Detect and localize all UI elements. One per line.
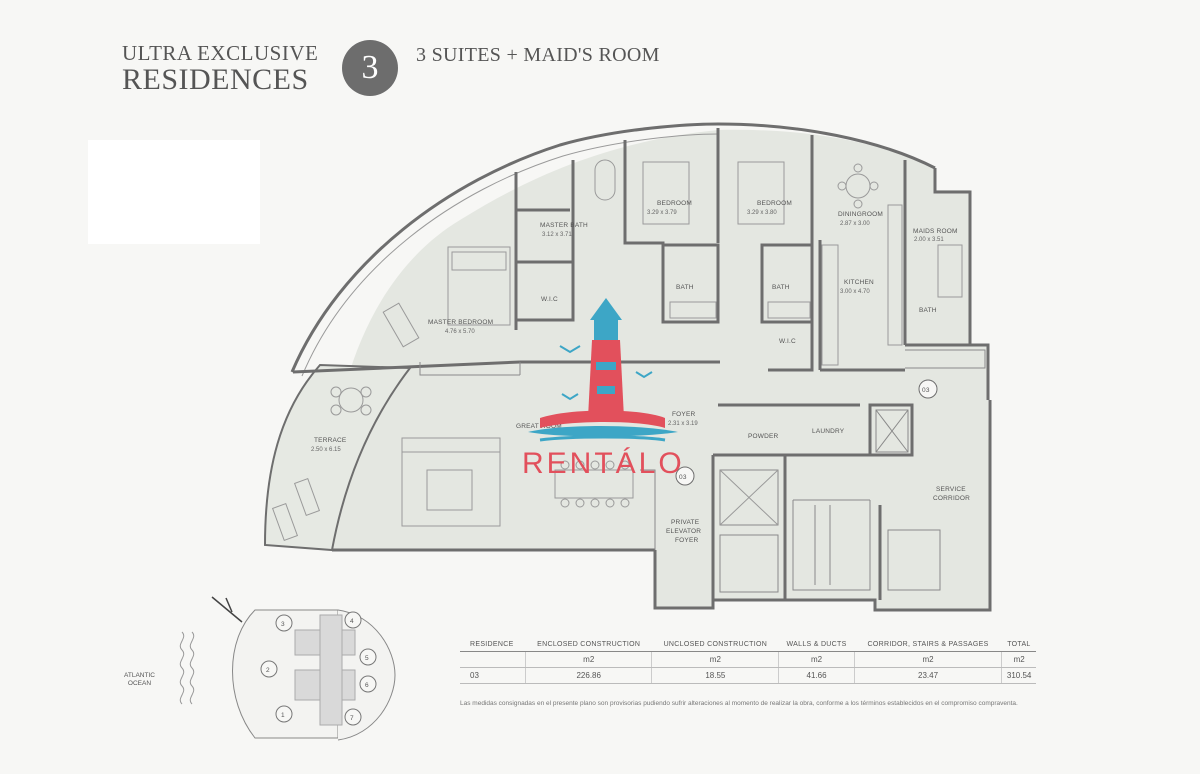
unit-tag-2: 03 (679, 474, 687, 481)
unit-cell (460, 651, 526, 668)
bedroom-2-bed (737, 161, 785, 225)
keyplan-unit-6: 6 (365, 682, 369, 689)
watermark-text: RENTÁLO (522, 447, 685, 480)
wave-icon (179, 631, 185, 705)
col-unclosed: UNCLOSED CONSTRUCTION (651, 638, 779, 652)
floor-area (329, 129, 991, 610)
label-powder: POWDER (748, 433, 779, 440)
unit-tag-circle-2 (675, 466, 695, 486)
ocean-label-line2: OCEAN (127, 680, 152, 687)
key-plan: 1 2 3 4 5 6 7 (179, 596, 396, 741)
ocean-label: ATLANTIC OCEAN (124, 672, 155, 688)
master-lounge-chair (382, 302, 420, 348)
col-enclosed: ENCLOSED CONSTRUCTION (525, 638, 652, 652)
master-bed (447, 246, 511, 326)
north-arrow-icon (211, 596, 243, 623)
label-bath-maid: BATH (919, 307, 937, 314)
page-header: ULTRA EXCLUSIVE RESIDENCES (122, 42, 318, 96)
maid-bed (937, 244, 963, 298)
bathtub (594, 159, 616, 201)
label-foyer: FOYER (672, 411, 695, 418)
bedroom-1-bed (642, 161, 690, 225)
title-line2: RESIDENCES (122, 63, 309, 96)
keyplan-unit-1: 1 (281, 712, 285, 719)
label-master-bedroom: MASTER BEDROOM (428, 319, 493, 326)
dims-master-bath: 3.12 x 3.71 (542, 232, 572, 238)
label-terrace: TERRACE (314, 437, 347, 444)
residence-number-badge: 3 (342, 40, 398, 96)
label-bath-2: BATH (772, 284, 790, 291)
keyplan-unit-5: 5 (365, 655, 369, 662)
label-bedroom-2: BEDROOM (757, 200, 792, 207)
col-residence: RESIDENCE (460, 638, 526, 652)
unit-cell: m2 (651, 651, 779, 668)
dims-foyer: 2.31 x 3.19 (668, 421, 698, 427)
cell-corridor: 23.47 (853, 667, 1002, 684)
unit-tag-1: 03 (922, 387, 930, 394)
curved-facade (290, 122, 936, 373)
label-wic-1: W.I.C (541, 296, 558, 303)
col-total: TOTAL (1001, 638, 1036, 652)
col-corridor: CORRIDOR, STAIRS & PASSAGES (854, 638, 1002, 652)
lounger-2 (293, 477, 321, 517)
dims-bedroom-1: 3.29 x 3.79 (647, 210, 677, 216)
cell-total: 310.54 (1001, 667, 1036, 684)
cell-walls: 41.66 (778, 667, 855, 684)
lounger-1 (271, 502, 299, 542)
dims-maids-room: 2.00 x 3.51 (914, 237, 944, 243)
label-private-3: FOYER (675, 537, 698, 544)
dining-table (554, 469, 634, 499)
col-walls: WALLS & DUCTS (778, 638, 855, 652)
furniture (271, 159, 963, 542)
label-great-room: GREAT ROOM (516, 423, 562, 430)
table-row: 03 226.86 18.55 41.66 23.47 310.54 (460, 667, 1036, 684)
dims-bedroom-2: 3.29 x 3.80 (747, 210, 777, 216)
dims-master-bedroom: 4.76 x 5.70 (445, 329, 475, 335)
label-wic-2: W.I.C (779, 338, 796, 345)
label-bedroom-1: BEDROOM (657, 200, 692, 207)
room-labels: MASTER BATH 3.12 x 3.71 BEDROOM 3.29 x 3… (311, 200, 970, 544)
keyplan-unit-2: 2 (266, 667, 270, 674)
keyplan-unit-3: 3 (281, 621, 285, 628)
cell-enclosed: 226.86 (525, 667, 652, 684)
label-diningroom: DININGROOM (838, 211, 883, 218)
curved-facade-inner (301, 133, 719, 377)
title-line1: ULTRA EXCLUSIVE (122, 41, 319, 65)
terrace-table (338, 387, 364, 413)
label-maids-room: MAIDS ROOM (913, 228, 958, 235)
dims-terrace: 2.50 x 6.15 (311, 447, 341, 453)
keyplan-unit-4: 4 (350, 618, 354, 625)
label-bath-1: BATH (676, 284, 694, 291)
keyplan-unit-7: 7 (350, 715, 354, 722)
area-table-units-row: m2 m2 m2 m2 m2 (460, 651, 1036, 668)
walls (292, 128, 992, 612)
label-kitchen: KITCHEN (844, 279, 874, 286)
lighthouse-logo (528, 298, 678, 442)
label-private-2: ELEVATOR (666, 528, 701, 535)
unit-cell: m2 (525, 651, 652, 668)
label-service-2: CORRIDOR (933, 495, 970, 502)
interior-lines (419, 349, 986, 593)
dims-kitchen: 3.00 x 4.70 (840, 289, 870, 295)
unit-cell: m2 (853, 651, 1002, 668)
label-master-bath: MASTER BATH (540, 222, 588, 229)
residence-subtitle: 3 SUITES + MAID'S ROOM (416, 44, 660, 66)
blank-patch (88, 140, 260, 244)
cell-residence: 03 (460, 667, 526, 684)
area-table-header: RESIDENCE ENCLOSED CONSTRUCTION UNCLOSED… (460, 638, 1036, 652)
label-private-1: PRIVATE (671, 519, 700, 526)
disclaimer: Las medidas consignadas en el presente p… (460, 700, 1018, 707)
dims-diningroom: 2.87 x 3.00 (840, 221, 870, 227)
unit-cell: m2 (778, 651, 855, 668)
area-table: RESIDENCE ENCLOSED CONSTRUCTION UNCLOSED… (460, 638, 1036, 684)
label-laundry: LAUNDRY (812, 428, 845, 435)
unit-tag-circle-1 (918, 379, 938, 399)
label-service-1: SERVICE (936, 486, 966, 493)
ocean-label-line1: ATLANTIC (124, 672, 155, 679)
unit-cell: m2 (1001, 651, 1036, 668)
cell-unclosed: 18.55 (651, 667, 779, 684)
lighthouse-tower (588, 340, 624, 418)
